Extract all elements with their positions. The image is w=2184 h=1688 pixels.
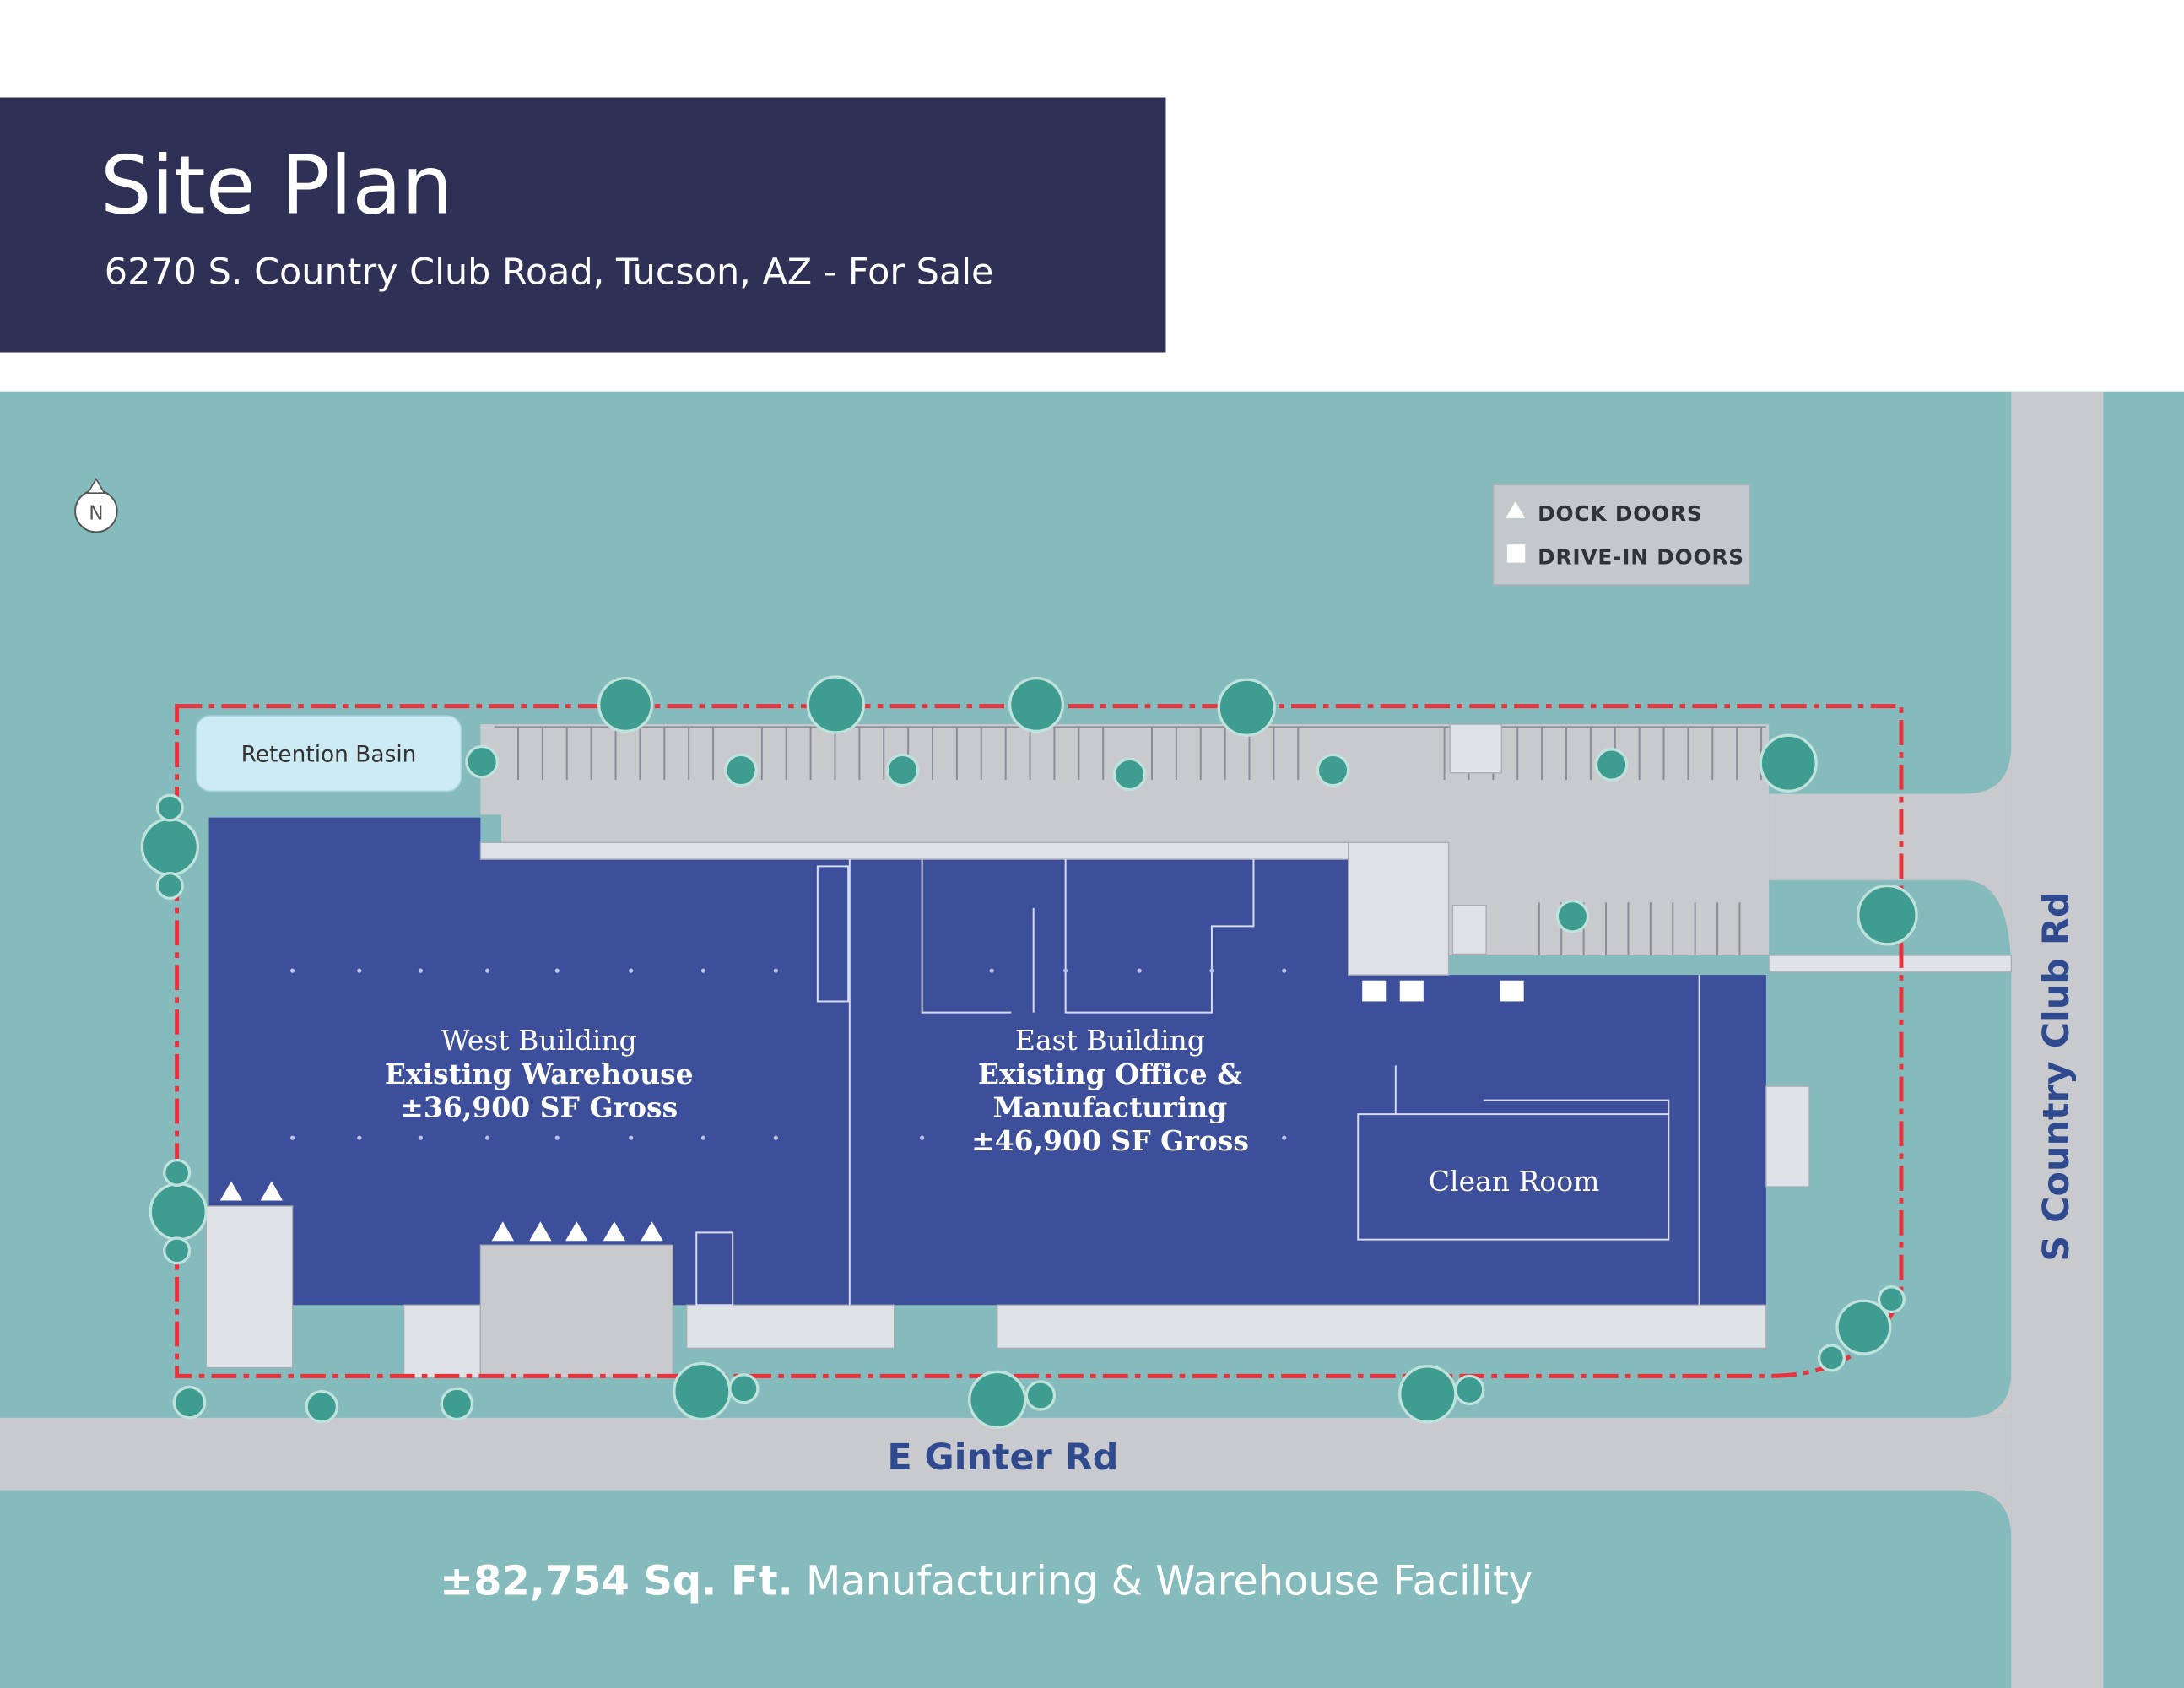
tree-icon: [1112, 757, 1147, 792]
dock-doors: [219, 1181, 663, 1242]
drive-in-doors: [1362, 980, 1524, 1002]
tree-icon: [155, 793, 184, 822]
tree-icon: [305, 1389, 339, 1424]
drive-in-door-symbol-icon: [1506, 544, 1526, 563]
tree-icon: [1217, 678, 1276, 737]
tree-icon: [724, 753, 758, 787]
tree-icon: [1594, 748, 1629, 782]
road-label-country-club: S Country Club Rd: [2035, 891, 2078, 1261]
svg-text:West Building: West Building: [441, 1024, 637, 1057]
tree-icon: [1454, 1374, 1485, 1406]
tree-icon: [1877, 1285, 1906, 1314]
legend-drive-in-doors: DRIVE-IN DOORS: [1538, 544, 1744, 569]
tree-icon: [440, 1387, 474, 1421]
page-title: Site Plan: [100, 138, 453, 232]
tree-icon: [163, 1158, 192, 1187]
west-building: [208, 817, 850, 1306]
tree-icon: [1555, 900, 1590, 933]
road-label-ginter: E Ginter Rd: [887, 1436, 1118, 1479]
tree-icon: [1024, 1380, 1057, 1411]
tree-icon: [1316, 753, 1350, 787]
interior-walls: [695, 859, 1700, 1307]
west-building-label: West Building Existing Warehouse ±36,900…: [385, 1024, 694, 1123]
retention-basin: [195, 715, 462, 793]
svg-text:East Building: East Building: [1015, 1024, 1205, 1057]
facility-summary: ±82,754 Sq. Ft. Manufacturing & Warehous…: [440, 1558, 1533, 1604]
dock-door-symbol-icon: [1506, 501, 1526, 518]
tree-icon: [1398, 1365, 1457, 1424]
clean-room-label: Clean Room: [1429, 1165, 1600, 1198]
tree-icon: [163, 1236, 192, 1265]
road-country-club: [2011, 391, 2104, 1688]
legend: DOCK DOORS DRIVE-IN DOORS: [1492, 484, 1750, 586]
svg-text:Manufacturing: Manufacturing: [993, 1090, 1228, 1123]
column-grid: [289, 968, 1287, 1140]
east-building: [849, 859, 1766, 1306]
tree-icon: [597, 676, 654, 733]
tree-icon: [968, 1370, 1027, 1430]
retention-basin-label: Retention Basin: [241, 742, 417, 768]
driveway-east: [1769, 744, 2012, 976]
svg-text:N: N: [89, 503, 103, 525]
header-banner: [0, 97, 1166, 353]
svg-text:Existing Warehouse: Existing Warehouse: [385, 1058, 694, 1090]
north-arrow-icon: N: [74, 478, 118, 533]
svg-text:±36,900 SF Gross: ±36,900 SF Gross: [400, 1090, 678, 1123]
legend-dock-doors: DOCK DOORS: [1538, 501, 1702, 526]
trees: [140, 675, 1918, 1430]
east-building-label: East Building Existing Office & Manufact…: [971, 1024, 1249, 1157]
tree-icon: [1008, 676, 1064, 733]
tree-icon: [155, 872, 184, 901]
tree-icon: [1835, 1299, 1892, 1355]
parking-lot: [480, 724, 1770, 956]
tree-icon: [1857, 884, 1918, 946]
tree-icon: [149, 1182, 208, 1242]
svg-text:Existing Office &: Existing Office &: [978, 1058, 1242, 1090]
page-subtitle: 6270 S. Country Club Road, Tucson, AZ - …: [105, 252, 994, 294]
road-ginter: [0, 1417, 2012, 1491]
tree-icon: [806, 675, 865, 734]
tree-icon: [673, 1361, 732, 1421]
tree-icon: [728, 1373, 760, 1404]
tree-icon: [140, 817, 200, 876]
tree-icon: [885, 753, 920, 787]
tree-icon: [465, 744, 499, 779]
tree-icon: [172, 1385, 207, 1420]
parking-stalls: [494, 726, 1766, 956]
tree-icon: [1817, 1344, 1846, 1372]
svg-text:±46,900 SF Gross: ±46,900 SF Gross: [971, 1124, 1249, 1157]
tree-icon: [1759, 733, 1818, 793]
